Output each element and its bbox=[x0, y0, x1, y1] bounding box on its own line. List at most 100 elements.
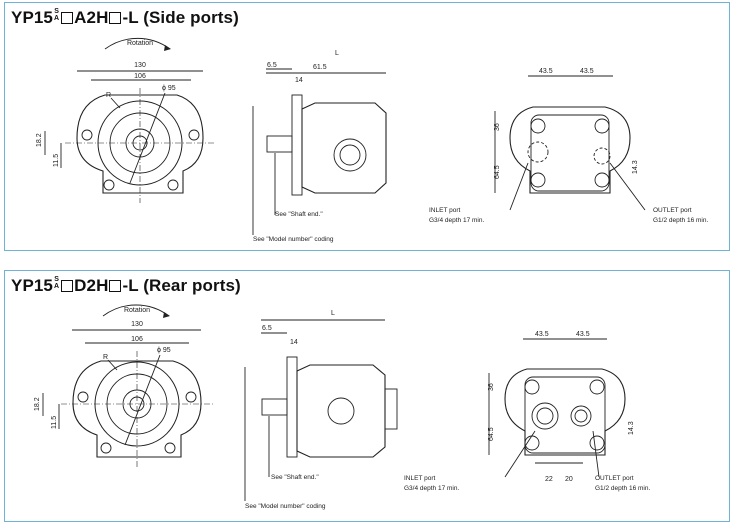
front-bolt-hole bbox=[100, 442, 112, 454]
title-placeholder-box bbox=[109, 12, 122, 24]
rear-bolt bbox=[589, 379, 605, 395]
dim-106: 106 bbox=[134, 73, 146, 80]
inlet-title: INLET port bbox=[404, 475, 436, 482]
dim-64-5: 64.5 bbox=[494, 165, 501, 179]
radius-leader bbox=[110, 97, 121, 109]
phi95-leader bbox=[129, 92, 166, 184]
dim-18-2: 18.2 bbox=[34, 397, 41, 411]
rear-view: 43.5 43.5 36 64.5 14.3 22 20 bbox=[404, 331, 650, 492]
dim-43-5-left: 43.5 bbox=[535, 331, 549, 338]
dim-20: 20 bbox=[565, 476, 573, 483]
rotation-arrow bbox=[102, 304, 170, 317]
side-port-inner bbox=[339, 144, 361, 166]
dim-phi95: ϕ 95 bbox=[162, 85, 176, 92]
dim-6-5: 6.5 bbox=[262, 325, 272, 332]
rear-bolt bbox=[594, 172, 610, 188]
outlet-title: OUTLET port bbox=[595, 475, 634, 482]
inlet-spec: G3/4 depth 17 min. bbox=[429, 217, 484, 224]
outlet-leader bbox=[592, 430, 600, 478]
dim-36: 36 bbox=[488, 383, 495, 391]
title-model-prefix: YP15 bbox=[11, 276, 53, 295]
side-body bbox=[296, 364, 386, 458]
dim-L: L bbox=[335, 50, 339, 57]
rear-flange-outline bbox=[504, 368, 626, 456]
rear-flange-outline bbox=[509, 106, 631, 194]
side-shaft bbox=[261, 398, 288, 416]
rear-view: 43.5 43.5 36 64.5 14.3 INLET port G3/4 d… bbox=[429, 68, 708, 224]
phi95-leader bbox=[124, 354, 161, 446]
dim-phi95: ϕ 95 bbox=[157, 347, 171, 354]
dim-L: L bbox=[331, 310, 335, 317]
front-view: Rotation 130 106 R ϕ 95 bbox=[36, 37, 215, 203]
rotation-label: Rotation bbox=[124, 307, 150, 314]
rear-bolt bbox=[594, 118, 610, 134]
dim-14: 14 bbox=[290, 339, 298, 346]
rear-ports-drawing: Rotation 130 106 R ϕ 95 bbox=[34, 304, 650, 510]
dim-36: 36 bbox=[494, 123, 501, 131]
inlet-leader bbox=[504, 430, 536, 478]
dim-43-5-left: 43.5 bbox=[539, 68, 553, 75]
radius-leader bbox=[107, 359, 118, 371]
front-bolt-hole bbox=[77, 391, 89, 403]
front-bolt-hole bbox=[188, 129, 200, 141]
note-model-number: See "Model number" coding bbox=[245, 503, 326, 510]
rotation-arrow bbox=[104, 37, 171, 50]
side-ports-drawing: Rotation 130 106 R ϕ 95 bbox=[36, 37, 708, 243]
rear-inlet-port-inner bbox=[536, 407, 554, 425]
side-port-outer bbox=[333, 138, 367, 172]
front-bolt-hole bbox=[103, 179, 115, 191]
note-model-number: See "Model number" coding bbox=[253, 236, 334, 243]
dim-11-5: 11.5 bbox=[53, 154, 60, 167]
rear-bolt bbox=[530, 118, 546, 134]
rear-outlet-port bbox=[593, 147, 611, 165]
rotation-arrowhead bbox=[163, 312, 170, 318]
title-sup: S bbox=[54, 276, 59, 283]
rear-outlet-port-inner bbox=[574, 409, 588, 423]
outlet-leader bbox=[609, 162, 646, 211]
side-flange bbox=[291, 94, 303, 196]
dim-130: 130 bbox=[134, 62, 146, 69]
side-rear-port-boss bbox=[384, 388, 398, 430]
dim-64-5: 64.5 bbox=[488, 427, 495, 441]
rear-bolt bbox=[530, 172, 546, 188]
title-sup: S bbox=[54, 8, 59, 15]
side-body bbox=[301, 102, 387, 194]
front-flange-outline bbox=[72, 360, 202, 458]
note-shaft-end: See "Shaft end." bbox=[275, 211, 323, 218]
rear-bolt bbox=[524, 379, 540, 395]
dim-22: 22 bbox=[545, 476, 553, 483]
dim-43-5-right: 43.5 bbox=[576, 331, 590, 338]
side-port-outer bbox=[327, 397, 355, 425]
title-model-mid: A2H bbox=[74, 8, 109, 27]
outlet-title: OUTLET port bbox=[653, 207, 692, 214]
dim-106: 106 bbox=[131, 336, 143, 343]
dim-130: 130 bbox=[131, 321, 143, 328]
front-bolt-hole bbox=[167, 179, 179, 191]
rear-body bbox=[530, 114, 610, 192]
front-flange-outline bbox=[76, 94, 204, 194]
rotation-arrowhead bbox=[164, 45, 171, 51]
rear-bolt bbox=[589, 435, 605, 451]
rear-body bbox=[524, 376, 606, 454]
note-shaft-end: See "Shaft end." bbox=[271, 474, 319, 481]
front-bolt-hole bbox=[164, 442, 176, 454]
front-view: Rotation 130 106 R ϕ 95 bbox=[34, 304, 213, 467]
title-model-suffix: -L (Rear ports) bbox=[122, 276, 241, 295]
rear-inlet-port bbox=[527, 141, 549, 163]
dim-61-5: 61.5 bbox=[313, 64, 327, 71]
dim-11-5: 11.5 bbox=[51, 416, 58, 429]
side-flange bbox=[286, 356, 298, 458]
rear-outlet-port bbox=[570, 405, 592, 427]
dim-14-3: 14.3 bbox=[628, 421, 635, 435]
rotation-label: Rotation bbox=[127, 40, 153, 47]
front-bolt-hole bbox=[81, 129, 93, 141]
dim-radius: R bbox=[103, 354, 108, 361]
dim-radius: R bbox=[106, 92, 111, 99]
inlet-title: INLET port bbox=[429, 207, 461, 214]
rear-inlet-port bbox=[531, 402, 559, 430]
title-model-mid: D2H bbox=[74, 276, 109, 295]
